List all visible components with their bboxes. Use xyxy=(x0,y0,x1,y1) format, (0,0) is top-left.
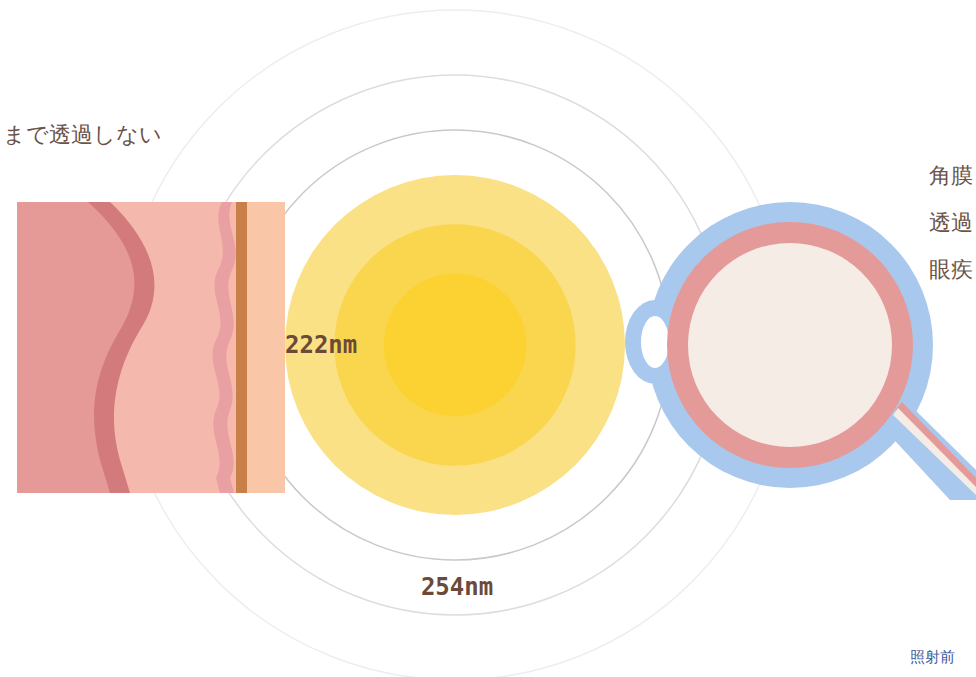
uv-band xyxy=(334,224,575,465)
skin-surface xyxy=(247,202,285,493)
wavelength-circle: 222nm xyxy=(285,175,625,515)
eye-note: 透過 xyxy=(929,210,973,236)
retina-layer xyxy=(667,222,913,468)
skin-note: まで透過しない xyxy=(3,122,162,148)
stratum-corneum xyxy=(236,202,247,493)
eye-note: 角膜 xyxy=(929,163,973,189)
optic-nerve-sheath xyxy=(885,400,976,500)
wavelength-label: 222nm xyxy=(285,331,357,359)
middle-ring xyxy=(185,75,725,615)
eye xyxy=(625,202,976,500)
skin-section xyxy=(17,202,285,493)
lens xyxy=(640,315,670,369)
vitreous xyxy=(688,243,892,447)
inner-ring xyxy=(240,130,670,560)
optic-nerve-core xyxy=(893,408,976,495)
wavelength-label: 254nm xyxy=(421,573,493,602)
skin-layer-dark xyxy=(88,202,285,493)
uv-band xyxy=(384,274,527,417)
epidermis-inner xyxy=(226,202,285,493)
uv-band xyxy=(285,175,625,515)
photo-caption: 照射前 xyxy=(910,648,955,666)
eye-note: 眼疾 xyxy=(929,257,973,283)
skin-layer-light xyxy=(110,202,285,493)
epidermis xyxy=(213,202,285,493)
eye-outer xyxy=(647,202,933,488)
dermis xyxy=(17,202,285,493)
